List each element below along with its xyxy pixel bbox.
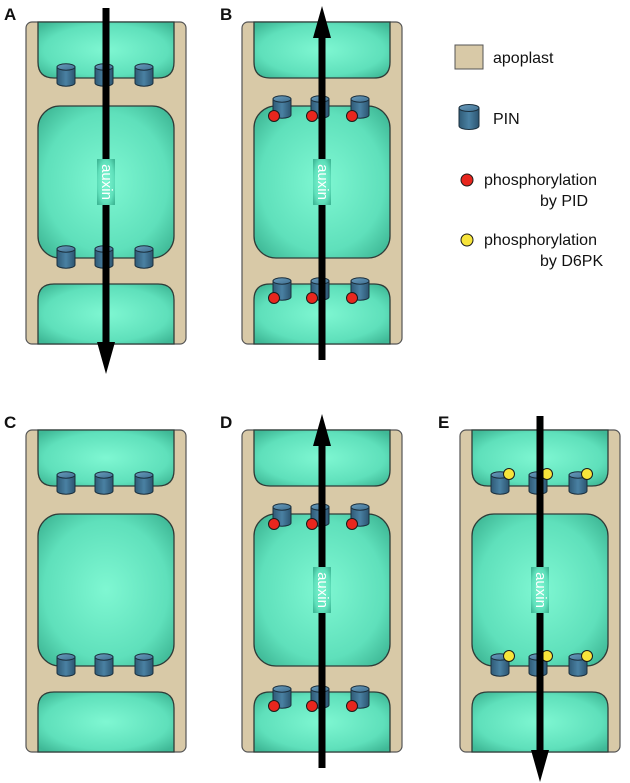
legend-pin-label: PIN: [493, 111, 520, 128]
pin-transporter: [94, 653, 114, 677]
panel-letter: D: [220, 413, 232, 432]
legend-d6pk-line1: phosphorylation: [484, 232, 597, 249]
pin-transporter: [134, 471, 154, 495]
panel-e: auxin E: [438, 413, 621, 782]
legend-d6pk-line2: by D6PK: [540, 253, 603, 270]
auxin-label-bg: [313, 159, 331, 205]
panel-letter: E: [438, 413, 449, 432]
auxin-label: auxin: [314, 572, 331, 608]
panel-a: auxin A: [4, 5, 187, 374]
pid-phospho-dot: [268, 292, 280, 304]
middle-cell: [37, 513, 175, 667]
panel-letter: C: [4, 413, 16, 432]
panel-letter: B: [220, 5, 232, 24]
legend-pid-line2: by PID: [540, 193, 588, 210]
pid-phospho-dot: [346, 292, 358, 304]
d6pk-phospho-dot: [581, 650, 593, 662]
pin-transporter: [56, 471, 76, 495]
legend: apoplast PIN phosphorylation by PID phos…: [454, 44, 603, 270]
panel-c: C: [4, 413, 187, 753]
auxin-flow-arrowhead: [97, 342, 115, 374]
auxin-label-bg: [97, 159, 115, 205]
auxin-flow-arrowhead: [313, 414, 331, 446]
pid-phospho-dot: [346, 700, 358, 712]
auxin-flow-arrowhead: [531, 750, 549, 782]
legend-pin-icon: [458, 104, 480, 130]
lower-cell: [37, 691, 175, 753]
pid-phospho-dot: [306, 292, 318, 304]
d6pk-phospho-dot: [503, 650, 515, 662]
d6pk-phospho-dot: [581, 468, 593, 480]
pin-transporter: [56, 653, 76, 677]
pid-phospho-dot: [306, 700, 318, 712]
auxin-flow-arrowhead: [313, 6, 331, 38]
pid-phospho-dot: [268, 518, 280, 530]
panel-d: auxin D: [220, 413, 403, 768]
auxin-label: auxin: [314, 164, 331, 200]
pin-transporter: [94, 471, 114, 495]
pid-phosphorylation-icon: [460, 173, 474, 187]
pin-transporter: [134, 63, 154, 87]
pid-phospho-dot: [346, 110, 358, 122]
pid-phospho-dot: [306, 518, 318, 530]
d6pk-phosphorylation-icon: [460, 233, 474, 247]
pid-phospho-dot: [268, 700, 280, 712]
pin-transporter: [56, 63, 76, 87]
pid-phospho-dot: [306, 110, 318, 122]
panel-letter: A: [4, 5, 16, 24]
apoplast-swatch: [454, 44, 484, 70]
pin-transporter: [272, 503, 292, 527]
pin-transporter: [134, 653, 154, 677]
pin-transporter: [56, 245, 76, 269]
legend-apoplast-label: apoplast: [493, 50, 554, 67]
pid-phospho-dot: [268, 110, 280, 122]
d6pk-phospho-dot: [503, 468, 515, 480]
pin-transporter: [134, 245, 154, 269]
panel-b: auxin B: [220, 5, 403, 360]
pid-phospho-dot: [346, 518, 358, 530]
auxin-label: auxin: [532, 572, 549, 608]
auxin-label-bg: [313, 567, 331, 613]
auxin-label: auxin: [98, 164, 115, 200]
auxin-label-bg: [531, 567, 549, 613]
legend-pid-line1: phosphorylation: [484, 172, 597, 189]
